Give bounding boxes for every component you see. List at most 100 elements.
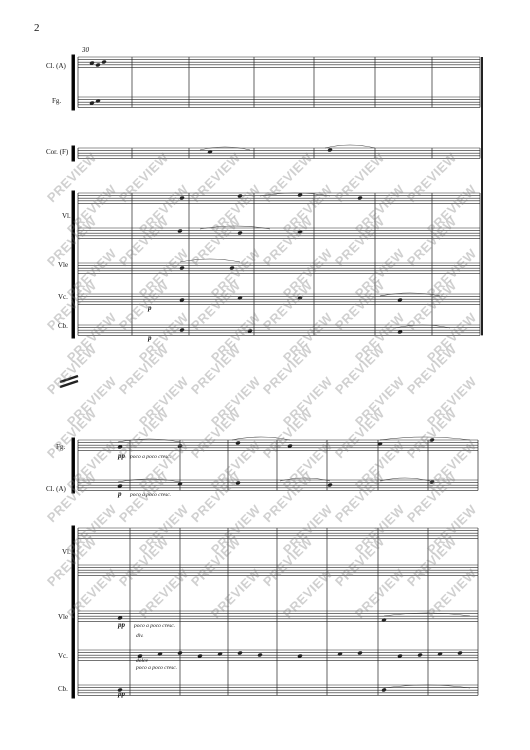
label-bass: Cb. xyxy=(58,322,68,330)
notehead xyxy=(237,194,243,198)
notehead xyxy=(327,483,333,487)
dynamic-cello: p xyxy=(148,304,152,312)
dynamic-bassoon-2: pp xyxy=(118,452,125,460)
slur xyxy=(383,612,471,617)
expr-viola-2: poco a poco cresc. xyxy=(134,623,176,629)
slur xyxy=(199,146,251,151)
notehead xyxy=(297,230,303,234)
slur xyxy=(259,192,331,197)
notehead xyxy=(327,148,333,152)
notehead xyxy=(89,101,95,105)
label-cello-2: Vc. xyxy=(58,652,68,660)
label-cello: Vc. xyxy=(58,293,68,301)
label-horn: Cor. (F) xyxy=(46,148,69,156)
notehead xyxy=(297,654,303,658)
slur xyxy=(117,478,181,483)
bracket-winds-2 xyxy=(71,437,75,494)
expr-cello-cresc: poco a poco cresc. xyxy=(136,665,178,671)
notehead xyxy=(297,296,303,300)
label-viola-2: Vle xyxy=(58,613,69,621)
label-violins: Vl. xyxy=(62,212,71,220)
system-divider xyxy=(59,379,79,389)
notehead xyxy=(117,445,123,449)
notehead xyxy=(235,481,241,485)
notehead xyxy=(177,651,183,655)
notehead xyxy=(89,61,95,65)
notehead xyxy=(95,63,101,67)
slur xyxy=(199,225,271,230)
slur xyxy=(379,292,441,297)
slur xyxy=(394,324,451,329)
slur xyxy=(383,684,471,689)
dynamic-clarinet-2: p xyxy=(118,490,122,498)
expr-cello-dolce: dolce xyxy=(136,658,148,664)
slur xyxy=(324,144,376,149)
notehead xyxy=(177,229,183,233)
label-clarinet: Cl. (A) xyxy=(46,62,66,70)
notehead xyxy=(357,196,363,200)
notehead xyxy=(437,652,443,656)
notehead xyxy=(101,60,107,64)
notehead xyxy=(117,484,123,488)
notehead xyxy=(417,653,423,657)
notehead xyxy=(217,652,223,656)
bracket-winds xyxy=(71,54,75,111)
notehead xyxy=(397,654,403,658)
label-violins-2: Vl. xyxy=(62,548,71,556)
slur xyxy=(279,477,331,482)
measure-number: 30 xyxy=(82,46,89,54)
dynamic-bass-2: pp xyxy=(118,690,125,698)
slur xyxy=(117,438,181,443)
notehead xyxy=(177,482,183,486)
label-bass-2: Cb. xyxy=(58,685,68,693)
dynamic-bass: p xyxy=(148,334,152,342)
slur xyxy=(179,258,241,263)
notehead xyxy=(237,651,243,655)
notehead xyxy=(207,150,213,154)
notehead xyxy=(197,654,203,658)
notehead xyxy=(237,231,243,235)
notehead xyxy=(179,328,185,332)
notehead xyxy=(357,651,363,655)
slur xyxy=(379,477,431,482)
system-divider xyxy=(59,374,79,384)
notehead xyxy=(137,654,143,658)
notehead xyxy=(179,196,185,200)
notehead xyxy=(247,329,253,333)
notehead xyxy=(157,652,163,656)
notehead xyxy=(95,99,101,103)
notehead xyxy=(179,298,185,302)
bracket-horn xyxy=(71,145,75,162)
bracket-strings-2 xyxy=(71,525,75,699)
expr-cello-div: div. xyxy=(136,633,144,639)
slur xyxy=(379,436,471,441)
bracket-strings xyxy=(71,190,75,339)
expr-clarinet-2: poco a poco cresc. xyxy=(130,492,172,498)
notehead xyxy=(237,296,243,300)
notehead xyxy=(429,438,435,442)
slur xyxy=(231,436,291,441)
notehead xyxy=(337,652,343,656)
notehead xyxy=(229,266,235,270)
notehead xyxy=(177,444,183,448)
expr-bassoon-2: poco a poco cresc. xyxy=(130,454,172,460)
notehead xyxy=(381,618,387,622)
label-viola: Vle xyxy=(58,261,69,269)
notehead xyxy=(287,444,293,448)
notehead xyxy=(179,266,185,270)
label-bassoon: Fg. xyxy=(52,97,62,105)
notehead xyxy=(117,688,123,692)
notehead xyxy=(381,688,387,692)
notehead xyxy=(377,442,383,446)
notehead xyxy=(257,653,263,657)
label-bassoon-2: Fg. xyxy=(56,443,66,451)
notehead xyxy=(397,330,403,334)
page-number: 2 xyxy=(34,22,40,34)
notehead xyxy=(235,441,241,445)
label-clarinet-2: Cl. (A) xyxy=(46,485,66,493)
notehead xyxy=(117,616,123,620)
notehead xyxy=(429,480,435,484)
notehead xyxy=(397,298,403,302)
notehead xyxy=(297,193,303,197)
